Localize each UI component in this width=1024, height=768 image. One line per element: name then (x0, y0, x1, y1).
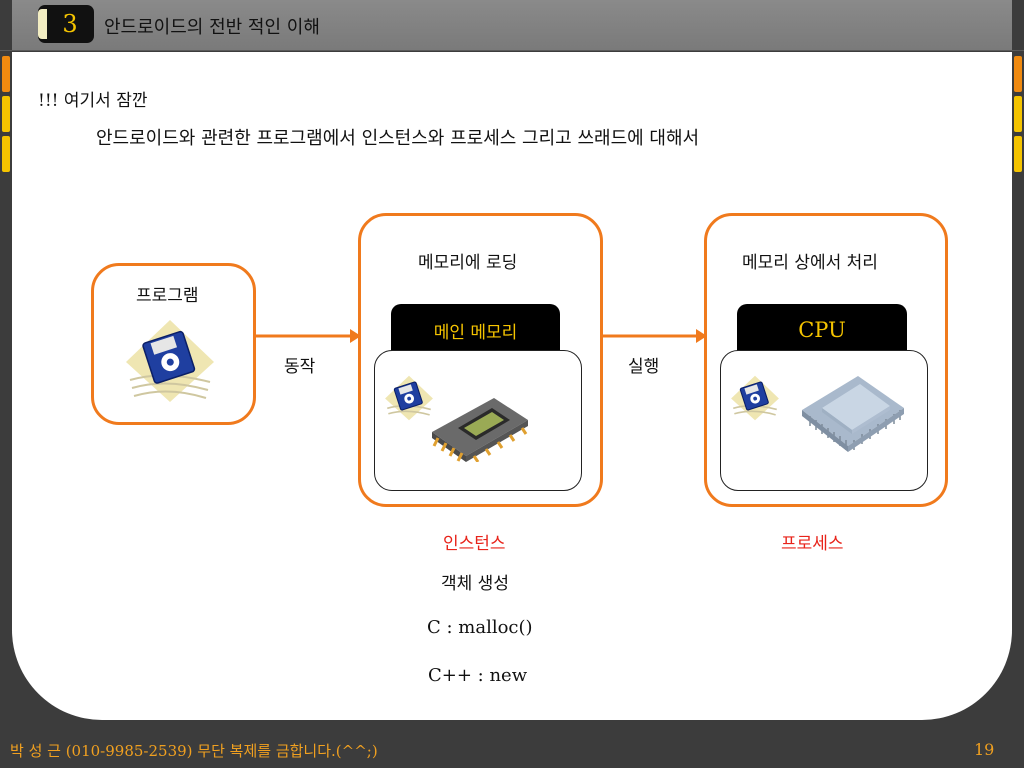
program-label: 프로그램 (136, 286, 199, 306)
note-object-creation: 객체 생성 (441, 574, 509, 594)
slide-title: 안드로이드의 전반 적인 이해 (104, 17, 320, 38)
arrow-2 (603, 329, 707, 343)
ram-chip-icon (432, 398, 528, 462)
cpu-tab-label: CPU (798, 318, 846, 342)
cpu-chip-icon (802, 376, 904, 452)
right-tab-orange (1014, 56, 1022, 92)
header-edge-right (1012, 0, 1024, 50)
header-bar: 3 안드로이드의 전반 적인 이해 (0, 0, 1024, 51)
page-number: 19 (974, 740, 995, 759)
footer-author: 박 성 근 (010-9985-2539) 무단 복제를 금합니다.(^^;) (10, 742, 378, 760)
floppy-disk-icon (385, 375, 433, 421)
arrow-1 (256, 329, 361, 343)
main-memory-label: 메인 메모리 (433, 323, 518, 343)
section-number: 3 (62, 10, 78, 38)
right-tab-yellow-2 (1014, 136, 1022, 172)
left-tab-yellow-1 (2, 96, 10, 132)
process-label: 프로세스 (781, 534, 844, 554)
note-c-malloc: C : malloc() (427, 617, 533, 638)
intro-heading: !!! 여기서 잠깐 (38, 91, 148, 111)
header-edge-left (0, 0, 12, 50)
left-tab-yellow-2 (2, 136, 10, 172)
memory-label: 메모리에 로딩 (418, 253, 518, 273)
left-tab-orange (2, 56, 10, 92)
arrow2-label: 실행 (628, 357, 660, 377)
floppy-disk-icon (126, 320, 214, 402)
cpu-box-label: 메모리 상에서 처리 (742, 253, 878, 273)
intro-subtitle: 안드로이드와 관련한 프로그램에서 인스턴스와 프로세스 그리고 쓰래드에 대해… (96, 128, 700, 149)
main-memory-tab: 메인 메모리 (391, 304, 560, 354)
instance-label: 인스턴스 (443, 534, 506, 554)
floppy-disk-icon (731, 375, 779, 421)
right-tab-yellow-1 (1014, 96, 1022, 132)
cpu-tab: CPU (737, 304, 907, 354)
program-box: 프로그램 (91, 263, 256, 425)
section-badge: 3 (38, 5, 94, 43)
note-cpp-new: C++ : new (428, 665, 528, 686)
arrow1-label: 동작 (284, 357, 316, 377)
section-badge-tab (38, 9, 47, 39)
